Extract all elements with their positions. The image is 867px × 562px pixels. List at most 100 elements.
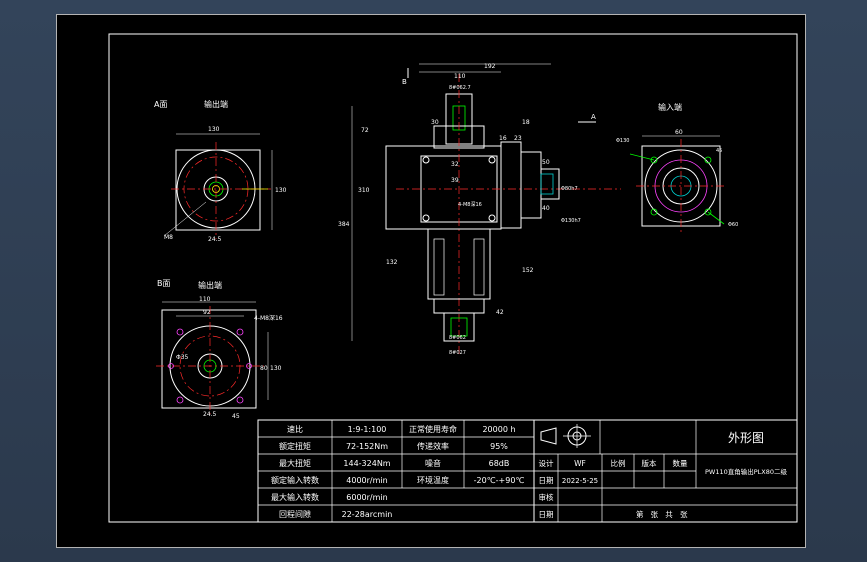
b-dim-92: 92 [203,309,211,316]
product-name: PW110直角输出PLX80二级 [705,467,788,476]
spec-k2-1: 传递效率 [417,441,449,451]
cad-drawing-canvas: A面 输出端 130 130 M8 24.5 B面 输出端 [56,14,806,548]
body-bolt-3 [422,214,430,222]
in-leader-1 [629,153,655,161]
dim-152: 152 [522,267,534,274]
drawing-sheet: A面 输出端 130 130 M8 24.5 B面 输出端 [56,14,806,548]
dim-42: 42 [496,309,504,316]
b-bolt-hole-5 [168,363,174,369]
label-section-a: A [591,113,596,121]
dim-72: 72 [361,127,369,134]
in-dim-top-right: 45 [716,148,722,154]
body-bolt-4 [488,214,496,222]
dim-40: 40 [542,205,550,212]
dim-132: 132 [386,259,398,266]
dim-39: 39 [451,177,459,184]
sheet-count: 第 张 共 张 [636,509,688,519]
a-dim-130v: 130 [275,187,287,194]
date2-label: 日期 [539,510,554,519]
spec-k1-3: 额定输入转数 [271,475,319,485]
in-leader-2 [707,211,725,225]
spec-v2-1: 95% [490,442,508,451]
b-bolt-hole-3 [176,396,184,404]
spec-v2-0: 20000 h [482,425,515,434]
scale-label: 比例 [611,458,626,468]
in-bolt-4 [704,208,712,216]
label-input-end: 输入端 [658,102,682,112]
a-dim-130: 130 [208,126,220,133]
dim-18: 18 [522,119,530,126]
qty-label: 数量 [673,458,688,468]
input-shaft-bore [540,173,554,195]
a-dim-m8: M8 [164,234,173,241]
dim-110: 110 [454,73,466,80]
date-label: 日期 [539,476,554,485]
label-view-b: B面 [157,279,171,288]
gearbox-body [385,145,502,230]
view-b-output: B面 输出端 110 92 4-M8深16 130 80 24.5 Φ35 45 [156,279,283,420]
body-bolt-1 [422,156,430,164]
in-dim-m: Φ60 [728,222,738,228]
b-dim-45: 45 [232,413,240,420]
in-bolt-2 [704,156,712,164]
input-adapter [520,151,542,219]
b-dim-130: 130 [270,365,282,372]
view-a-output: A面 输出端 130 130 M8 24.5 [154,99,287,243]
spec-v1-1: 72-152Nm [346,442,388,451]
title-block: 外形图 PW110直角输出PLX80二级 设计 WF 比例 版本 数量 日期 2… [533,419,798,523]
spec-k2-2: 噪音 [425,458,441,468]
spec-table: 速比 1:9-1:100 正常使用寿命 20000 h 额定扭矩 72-152N… [257,419,535,523]
dim-side: Φ130h7 [561,218,581,224]
output-shaft-key [450,317,468,337]
label-view-a: A面 [154,100,167,109]
projection-symbol-cone [540,427,557,445]
date-value: 2022-5-25 [562,477,598,485]
b-dim-bottom: 24.5 [203,411,217,418]
b-bolt-hole-4 [236,396,244,404]
outer-border [56,14,806,548]
label-output-end-b: 输出端 [198,280,222,290]
spec-v2-2: 68dB [489,459,510,468]
dim-23: 23 [514,135,522,142]
view-input-end: 输入端 60 Φ130 45 Φ60 [616,102,738,234]
dim-bottom-1: 8#062 [449,335,466,341]
a-dim-bottom: 24.5 [208,236,222,243]
design-by: WF [574,459,586,468]
dim-384: 384 [338,221,350,228]
review-label: 审核 [539,492,554,502]
in-dim-phi: Φ130 [616,138,629,144]
label-output-end-a: 输出端 [204,99,228,109]
input-shaft [540,168,560,200]
dim-h30: 30 [431,119,439,126]
b-dim-phi: Φ35 [176,354,189,361]
input-flange [500,141,522,229]
main-elevation: B A 110 192 8#062.7 30 72 16 [338,63,621,356]
spec-v1-0: 1:9-1:100 [348,425,387,434]
a-leader [163,201,207,237]
spec-k1-5: 回程间隙 [279,509,311,519]
spec-v1-4: 6000r/min [346,493,387,502]
in-bolt-3 [650,208,658,216]
output-shaft [443,312,475,342]
a-flange-square [175,149,261,231]
dim-310: 310 [358,187,370,194]
spec-v1-3: 4000r/min [346,476,387,485]
spec-v2-3: -20℃-+90℃ [474,476,525,485]
b-bolt-hole-2 [236,328,244,336]
b-bolt-hole-6 [246,363,252,369]
b-flange-square [161,309,257,409]
lower-rib-right [473,238,485,296]
dim-phi80: Φ80h7 [561,186,578,192]
in-dim-60: 60 [675,129,683,136]
b-dim-110: 110 [199,296,211,303]
dim-m8-main: 4-M8深16 [458,201,482,208]
version-label: 版本 [642,458,657,468]
spec-k1-0: 速比 [287,424,303,434]
spec-k1-2: 最大扭矩 [279,458,311,468]
body-bolt-2 [488,156,496,164]
b-dim-m8: 4-M8深16 [254,314,283,322]
dim-top-a: 8#062.7 [449,85,471,91]
b-dim-80: 80 [260,365,268,372]
in-bolt-1 [650,156,658,164]
dim-32: 32 [451,161,459,168]
